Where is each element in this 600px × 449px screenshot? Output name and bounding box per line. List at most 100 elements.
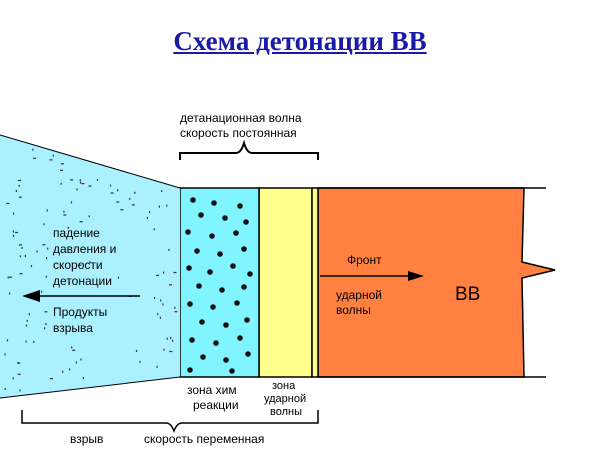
product-speck xyxy=(12,230,14,233)
product-speck xyxy=(4,388,6,390)
product-speck xyxy=(19,255,21,258)
product-speck xyxy=(120,209,124,211)
product-speck xyxy=(6,202,10,204)
chem-zone xyxy=(179,187,260,378)
front-arrow-head xyxy=(408,271,424,281)
product-speck xyxy=(52,154,54,157)
top-brace xyxy=(179,139,319,160)
product-speck xyxy=(62,370,64,373)
product-speck xyxy=(110,192,114,194)
explosive-block xyxy=(317,187,556,378)
chem-particle xyxy=(187,367,193,373)
product-speck xyxy=(154,297,156,299)
product-speck xyxy=(28,313,30,316)
product-speck xyxy=(47,247,49,250)
products-cone-bottom-edge xyxy=(0,376,181,399)
product-speck xyxy=(49,159,53,161)
shock-zone-front-strip xyxy=(311,187,319,378)
product-speck xyxy=(109,184,112,187)
product-speck xyxy=(79,221,83,223)
chem-particle xyxy=(241,246,247,252)
product-speck xyxy=(9,292,11,295)
product-speck xyxy=(96,178,99,181)
product-speck xyxy=(71,346,73,349)
product-speck xyxy=(70,179,74,181)
product-speck xyxy=(43,223,45,226)
product-speck xyxy=(158,205,160,208)
product-speck xyxy=(26,319,28,322)
product-speck xyxy=(88,215,90,218)
chem-particle xyxy=(198,212,204,218)
product-speck xyxy=(80,358,82,361)
front-label-line-1: Фронт xyxy=(347,253,382,267)
product-speck xyxy=(25,324,28,327)
product-speck xyxy=(159,316,161,319)
product-speck xyxy=(9,276,12,278)
product-speck xyxy=(79,181,82,184)
chem-particle xyxy=(211,200,217,206)
product-speck xyxy=(60,163,64,165)
chem-particle xyxy=(243,219,249,225)
product-speck xyxy=(12,377,14,380)
chem-zone-label-line-1: зона хим xyxy=(187,383,237,397)
product-speck xyxy=(63,214,67,216)
product-speck xyxy=(36,250,38,253)
product-speck xyxy=(17,362,21,364)
page-title: Схема детонации ВВ xyxy=(173,26,427,56)
product-speck xyxy=(173,271,177,274)
product-speck xyxy=(13,212,15,215)
product-speck xyxy=(153,228,155,231)
product-speck xyxy=(60,182,62,185)
product-speck xyxy=(82,377,84,380)
product-speck xyxy=(78,264,82,266)
product-speck xyxy=(41,290,43,293)
product-speck xyxy=(166,204,168,207)
products-cone xyxy=(0,135,180,398)
chem-particle xyxy=(219,287,225,293)
top-label-line-1: детанационная волна xyxy=(180,111,302,125)
shock-zone-label-line-2: ударной xyxy=(264,393,306,405)
chem-particle xyxy=(186,265,192,271)
product-speck xyxy=(88,185,92,187)
chem-particle xyxy=(223,322,229,328)
explosive-label: ВВ xyxy=(455,284,480,305)
top-label-line-2: скорость постоянная xyxy=(180,126,297,140)
product-speck xyxy=(81,183,85,185)
product-speck xyxy=(163,348,165,351)
product-speck xyxy=(46,257,48,260)
product-speck xyxy=(76,188,78,191)
product-speck xyxy=(174,311,178,313)
product-speck xyxy=(45,275,47,278)
product-speck xyxy=(160,299,162,302)
product-speck xyxy=(156,274,160,276)
product-speck xyxy=(156,365,158,368)
product-speck xyxy=(172,339,174,342)
product-speck xyxy=(18,196,22,198)
product-speck xyxy=(170,336,172,339)
product-speck xyxy=(168,248,170,251)
product-speck xyxy=(33,340,35,343)
product-speck xyxy=(44,311,48,313)
products-label-line-1: падение xyxy=(53,226,100,240)
products-label-line-3: скорости xyxy=(53,258,103,272)
shock-zone-label-line-1: зона xyxy=(272,380,296,392)
chem-particle xyxy=(196,283,202,289)
chem-particle xyxy=(233,230,239,236)
product-speck xyxy=(79,179,81,182)
product-speck xyxy=(60,169,63,171)
chem-zone-label-line-2: реакции xyxy=(193,398,239,412)
chem-particle xyxy=(213,340,219,346)
product-speck xyxy=(129,197,131,200)
shock-zone-label-line-3: волны xyxy=(270,406,302,418)
product-speck xyxy=(135,349,138,352)
product-speck xyxy=(19,389,21,392)
chem-particle xyxy=(207,269,213,275)
product-speck xyxy=(17,373,21,375)
chem-particle xyxy=(237,203,243,209)
products-arrow-head xyxy=(22,290,40,302)
product-speck xyxy=(63,210,65,213)
product-speck xyxy=(18,179,22,182)
product-speck xyxy=(134,191,136,194)
product-speck xyxy=(146,216,148,219)
